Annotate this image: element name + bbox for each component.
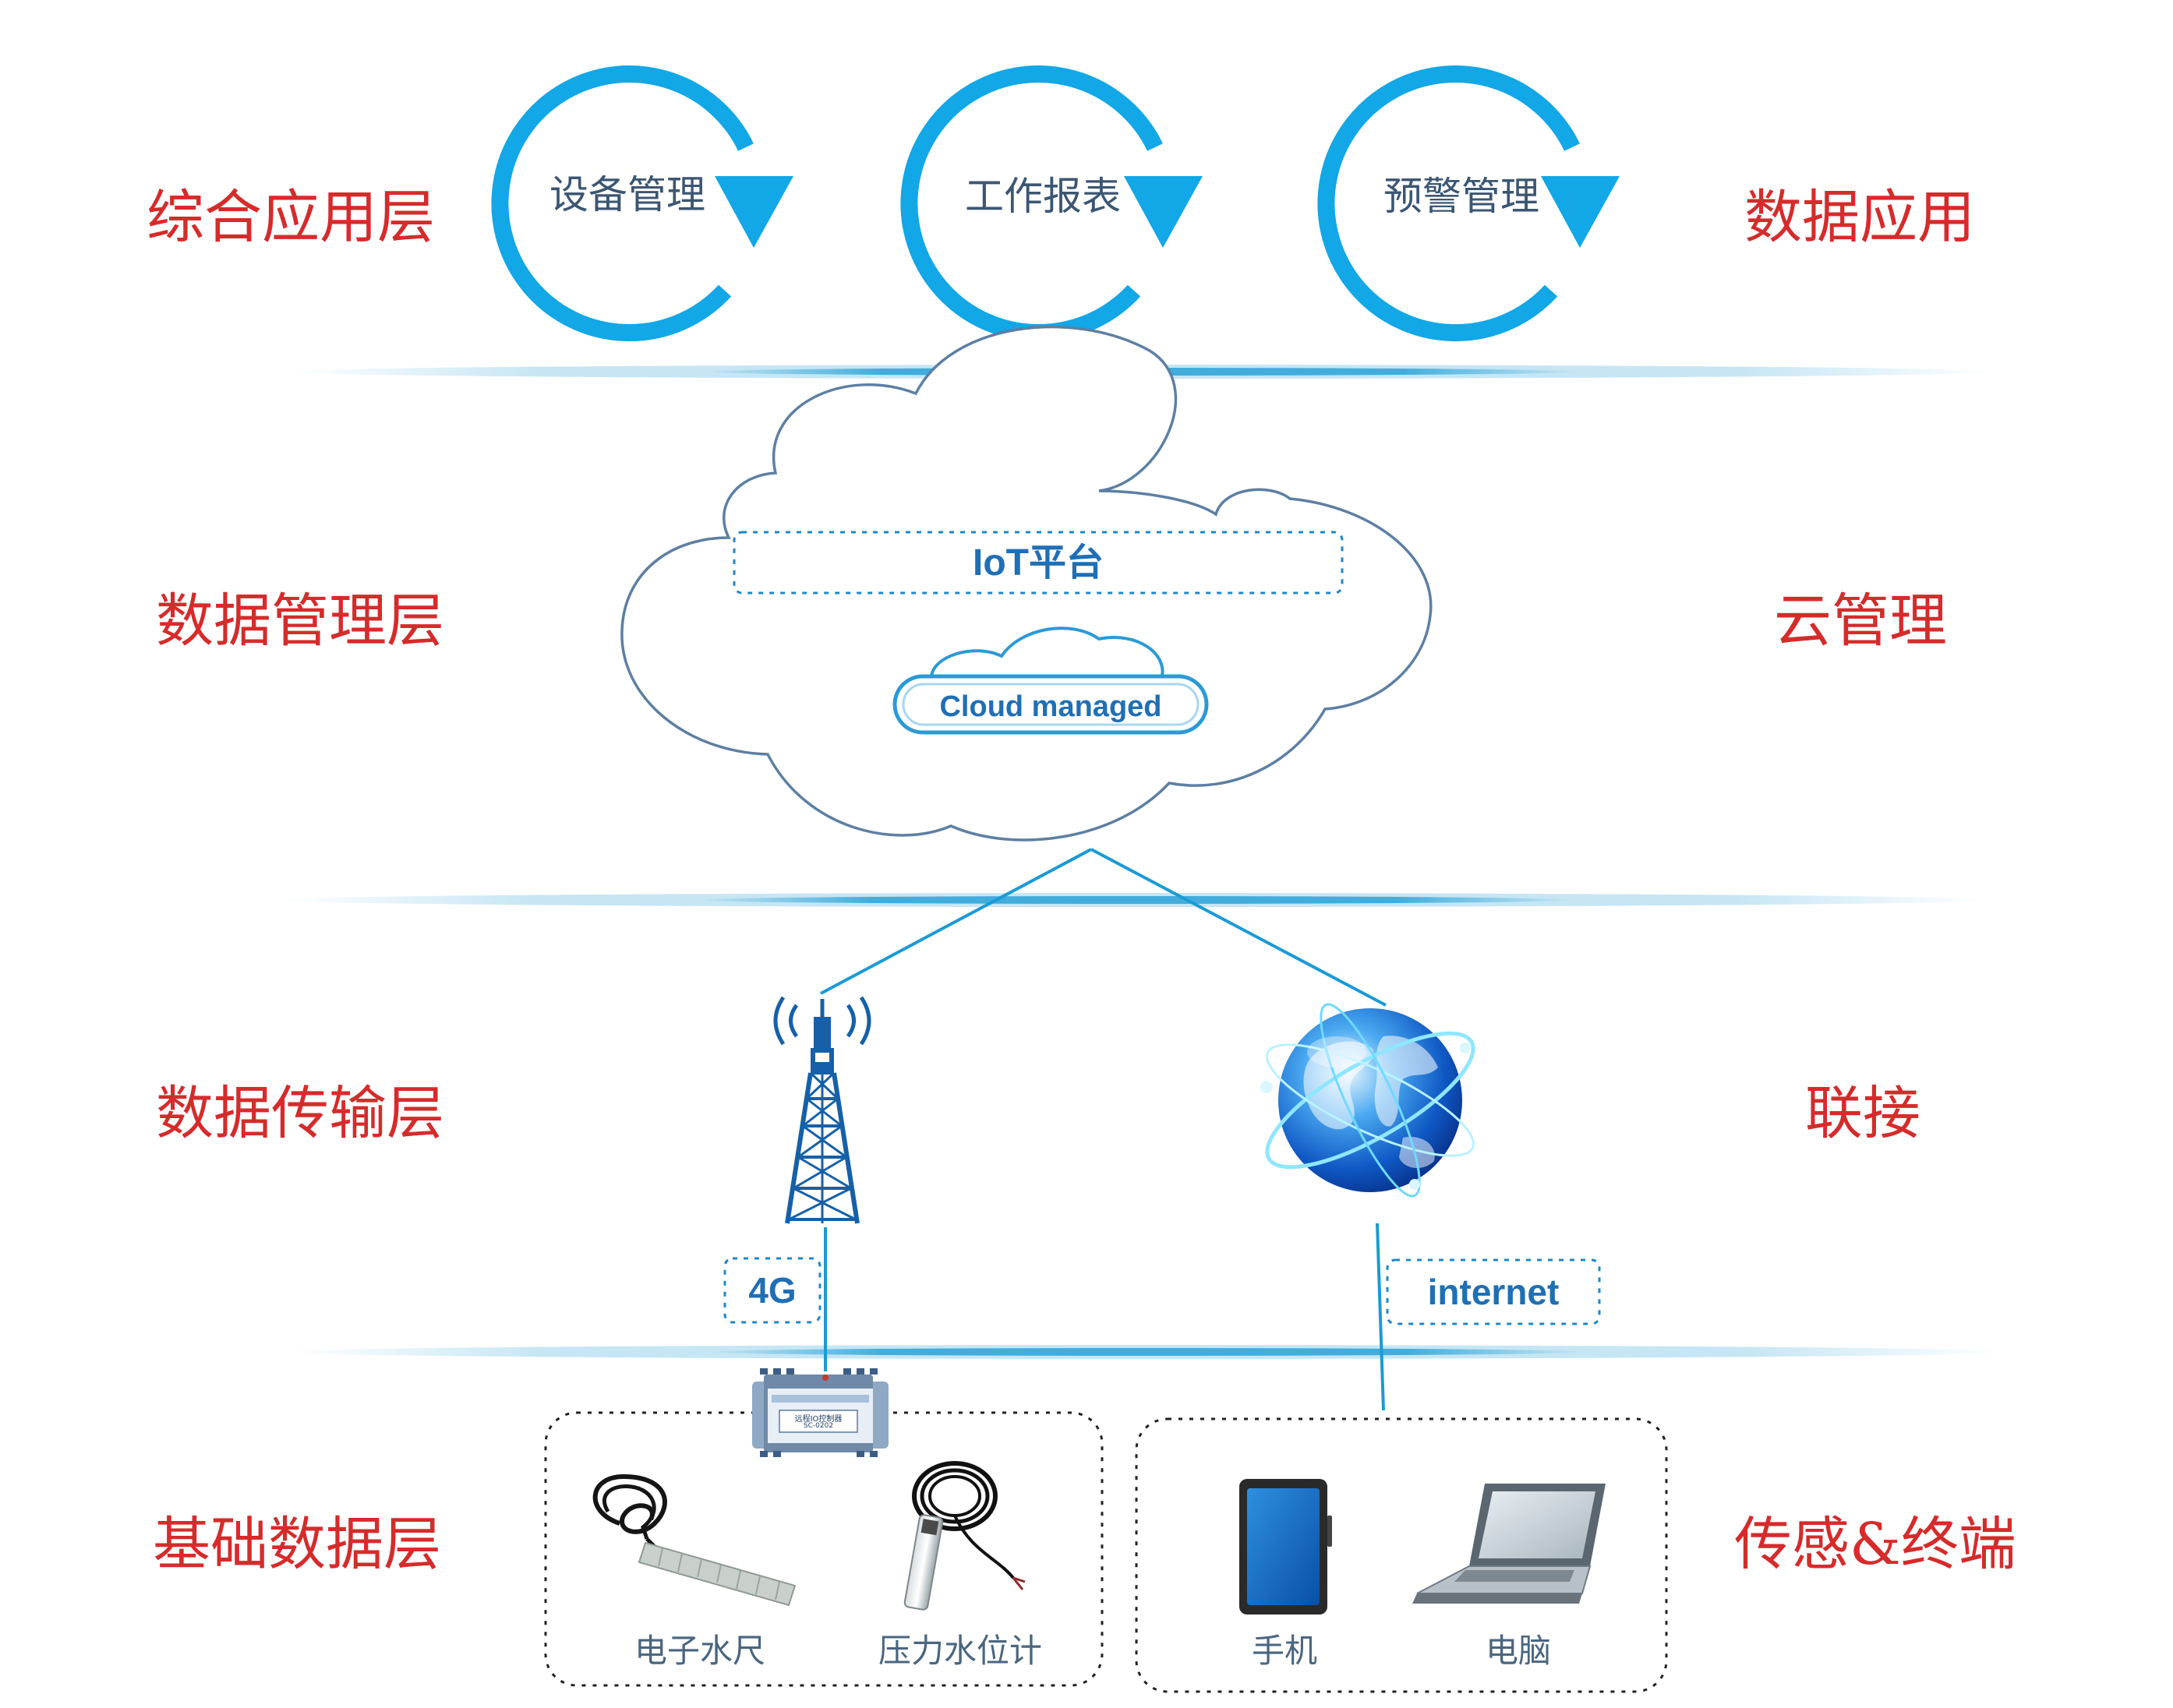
controller-title: 远程IO控制器 xyxy=(794,1415,843,1424)
iot-platform-label: IoT平台 xyxy=(973,542,1104,584)
cellular-label: 4G xyxy=(748,1270,797,1311)
layer-label-basic-data: 基础数据层 xyxy=(153,1511,441,1578)
cloud-icon xyxy=(620,325,1433,842)
globe-icon xyxy=(1260,1003,1475,1198)
device-label-water-gauge: 电子水尺 xyxy=(634,1632,766,1670)
cell-tower-icon xyxy=(773,996,871,1224)
separator-band-2 xyxy=(281,893,1988,907)
device-label-phone: 手机 xyxy=(1251,1632,1318,1670)
sensor-group-box xyxy=(544,1411,1104,1687)
internet-box xyxy=(1386,1258,1601,1325)
laptop-icon xyxy=(1412,1484,1606,1604)
separator-band-3 xyxy=(288,1345,2003,1359)
cycle-arrow-icon xyxy=(491,65,793,342)
layer-label-data-transmission: 数据传输层 xyxy=(156,1080,444,1147)
layer-label-sensor-terminal: 传感&终端 xyxy=(1734,1511,2016,1578)
tablet-icon xyxy=(1239,1479,1332,1614)
internet-label: internet xyxy=(1427,1272,1560,1312)
layer-label-connection: 联接 xyxy=(1805,1080,1920,1147)
layer-label-application: 综合应用层 xyxy=(147,184,435,251)
cycle-arrow-icon xyxy=(1317,65,1620,342)
cycle-label-warning-management: 预警管理 xyxy=(1383,174,1539,219)
water-gauge-icon xyxy=(592,1473,797,1607)
controller-icon xyxy=(752,1368,889,1457)
pressure-sensor-icon xyxy=(903,1461,1026,1611)
cellular-box xyxy=(723,1257,822,1324)
device-label-computer: 电脑 xyxy=(1485,1632,1552,1670)
device-label-pressure-sensor: 压力水位计 xyxy=(878,1632,1043,1670)
connection-lines xyxy=(820,848,1387,1411)
cloud-managed-label: Cloud managed xyxy=(939,690,1162,723)
layer-label-data-application: 数据应用 xyxy=(1744,184,1975,251)
layer-label-cloud-management: 云管理 xyxy=(1774,588,1947,655)
layer-label-data-management: 数据管理层 xyxy=(156,588,444,655)
cloud-managed-pill xyxy=(892,674,1209,735)
cycle-label-work-report: 工作报表 xyxy=(965,174,1121,219)
cloud-managed-pill-inner xyxy=(902,683,1200,726)
terminal-group-box xyxy=(1135,1417,1668,1693)
iot-platform-box xyxy=(733,531,1344,595)
cycle-label-device-management: 设备管理 xyxy=(549,172,705,217)
controller-model: SC-0202 xyxy=(803,1422,834,1430)
